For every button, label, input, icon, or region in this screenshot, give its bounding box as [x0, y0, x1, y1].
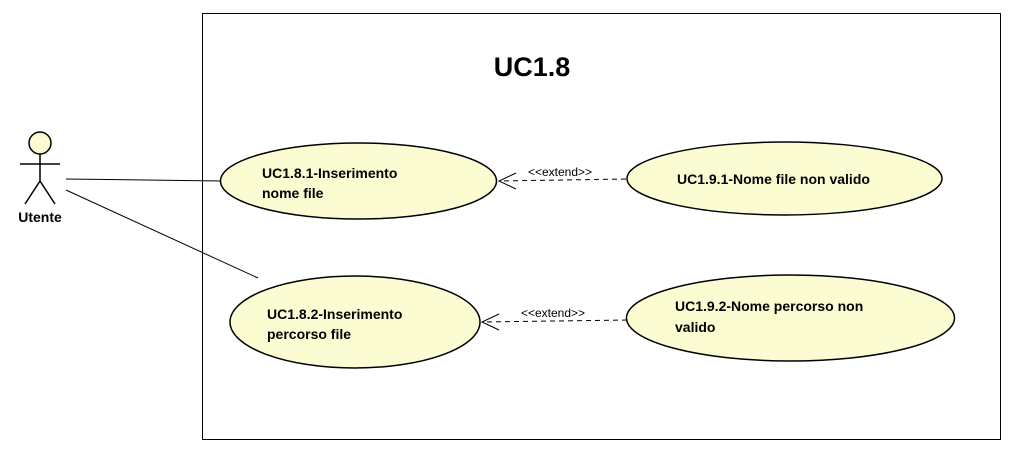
- extend-line: [481, 319, 628, 323]
- actor-left-leg: [24, 180, 41, 205]
- extend-line: [498, 178, 627, 182]
- use-case-uc191[interactable]: UC1.9.1-Nome file non valido: [626, 141, 943, 216]
- extend-label: <<extend>>: [528, 165, 592, 179]
- actor-label: Utente: [18, 209, 62, 225]
- use-case-ellipse: [625, 274, 956, 362]
- extend-arrowhead: [497, 172, 517, 190]
- use-case-uc192[interactable]: UC1.9.2-Nome percorso non valido: [625, 274, 956, 362]
- use-case-uc182[interactable]: UC1.8.2-Inserimento percorso file: [229, 275, 481, 369]
- actor-head: [28, 131, 52, 155]
- use-case-ellipse: [626, 141, 943, 216]
- use-case-label: UC1.9.1-Nome file non valido: [677, 171, 870, 187]
- use-case-label: nome file: [262, 185, 324, 201]
- association-uc182: [65, 189, 259, 279]
- extend-relation-2: <<extend>>: [480, 306, 628, 331]
- system-title: UC1.8: [494, 52, 571, 82]
- actor-utente[interactable]: Utente: [18, 131, 62, 225]
- use-case-label: UC1.9.2-Nome percorso non: [675, 298, 863, 314]
- use-case-ellipse: [229, 275, 481, 369]
- extend-relation-1: <<extend>>: [497, 165, 627, 190]
- use-case-label: UC1.8.1-Inserimento: [262, 165, 397, 181]
- use-case-ellipse: [219, 142, 498, 220]
- use-case-label: valido: [675, 319, 715, 335]
- extend-label: <<extend>>: [521, 306, 585, 320]
- use-case-label: UC1.8.2-Inserimento: [267, 306, 402, 322]
- system-boundary: [202, 13, 1001, 440]
- use-case-uc181[interactable]: UC1.8.1-Inserimento nome file: [219, 142, 498, 220]
- extend-arrowhead: [480, 313, 500, 331]
- use-case-label: percorso file: [267, 326, 351, 342]
- association-uc181: [65, 178, 222, 182]
- actor-right-leg: [39, 180, 56, 205]
